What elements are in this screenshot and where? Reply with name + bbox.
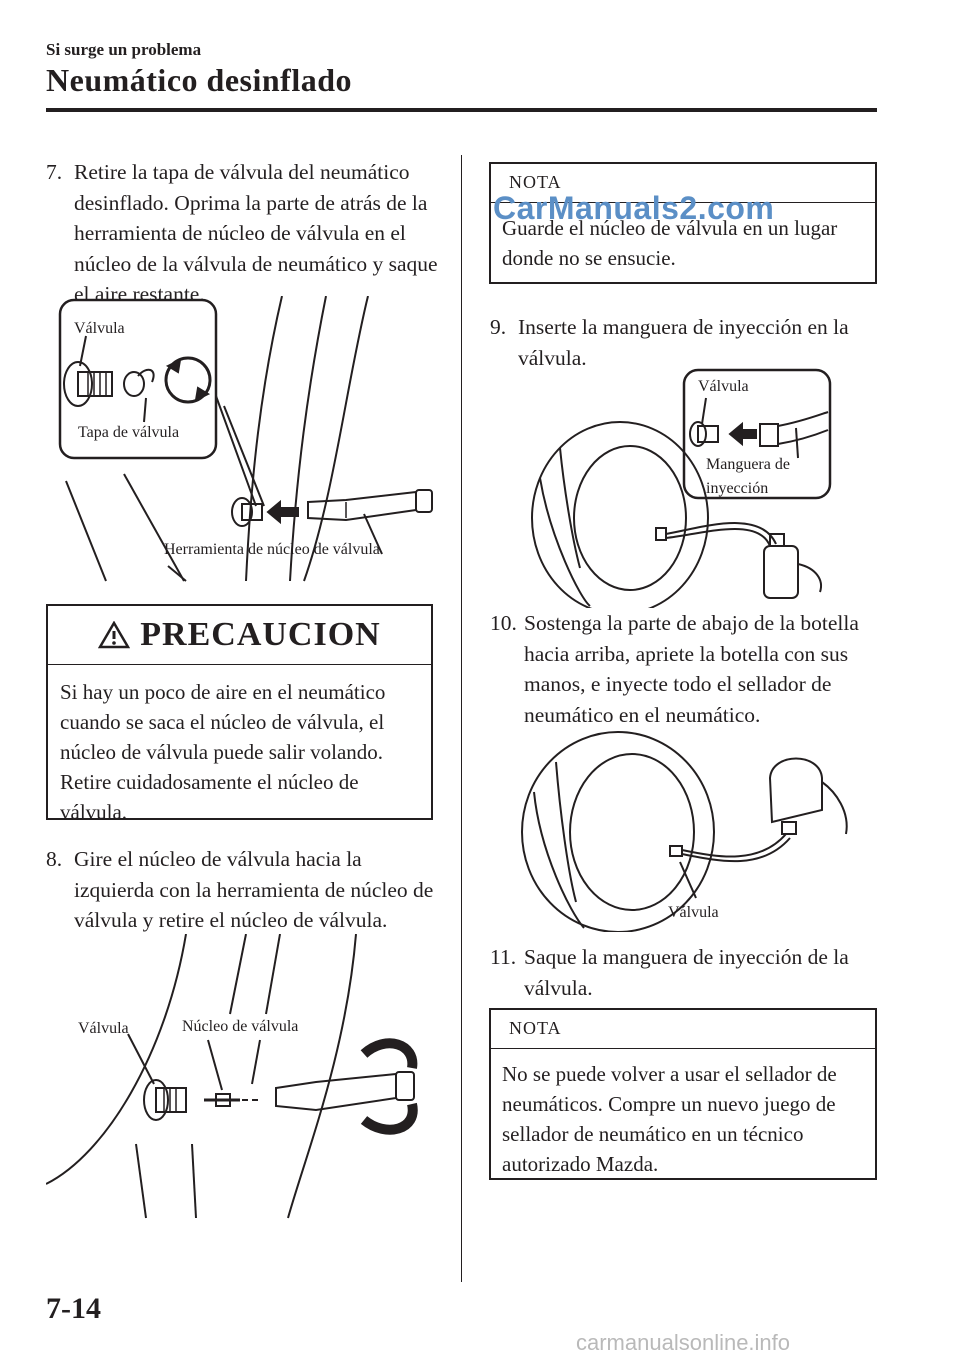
step-9: 9. Inserte la manguera de inyección en l… <box>490 312 870 373</box>
watermark-top: CarManuals2.com <box>493 190 775 226</box>
title-rule <box>46 108 877 112</box>
note-title: NOTA <box>491 164 875 203</box>
note-box-1: NOTA Guarde el núcleo de válvula en un l… <box>489 162 877 284</box>
step-11: 11. Saque la manguera de inyección de la… <box>490 942 870 1003</box>
step-text: Saque la manguera de inyección de la vál… <box>524 945 849 1000</box>
step-10: 10. Sostenga la parte de abajo de la bot… <box>490 608 875 730</box>
step-text: Sostenga la parte de abajo de la botella… <box>524 611 859 727</box>
page-title: Neumático desinflado <box>46 62 352 98</box>
valve-core-illustration <box>45 933 418 1219</box>
figure-valve-cap-removal: Válvula Tapa de válvula Herramienta de n… <box>46 295 456 596</box>
tire-hose-illustration <box>531 368 832 615</box>
figure-insert-hose: Válvula Manguera de inyección <box>520 368 870 615</box>
label-valvula: Válvula <box>668 904 719 921</box>
tire-bottle-illustration <box>521 731 848 933</box>
label-manguera-2: inyección <box>706 480 769 497</box>
step-number: 7. <box>46 160 63 184</box>
note-text: Guarde el núcleo de válvula en un lugar … <box>502 216 838 270</box>
caution-box: PRECAUCION Si hay un poco de aire en el … <box>46 604 433 824</box>
caution-title: PRECAUCION <box>140 616 381 653</box>
label-valvula: Válvula <box>698 378 749 395</box>
step-7: 7. Retire la tapa de válvula del neumáti… <box>46 157 446 310</box>
valve-tool-illustration <box>58 295 433 582</box>
step-number: 8. <box>46 847 63 871</box>
label-tapa-valvula: Tapa de válvula <box>78 424 180 441</box>
figure-valve-core-removal: Válvula Núcleo de válvula <box>45 933 456 1234</box>
step-text: Gire el núcleo de válvula hacia la izqui… <box>74 847 434 932</box>
watermark-bottom: carmanualsonline.info <box>576 1330 791 1355</box>
caution-text: Si hay un poco de aire en el neumático c… <box>60 680 386 824</box>
note-box-2: NOTA No se puede volver a usar el sellad… <box>489 1008 877 1180</box>
caution-header: PRECAUCION <box>48 606 431 665</box>
label-valvula: Válvula <box>74 320 125 337</box>
page-number: 7-14 <box>46 1292 101 1325</box>
label-manguera-1: Manguera de <box>706 456 790 473</box>
label-herramienta: Herramienta de núcleo de válvula <box>164 541 380 558</box>
label-valvula: Válvula <box>78 1020 129 1037</box>
note-title: NOTA <box>491 1010 875 1049</box>
step-8: 8. Gire el núcleo de válvula hacia la iz… <box>46 844 446 936</box>
step-text: Inserte la manguera de inyección en la v… <box>518 315 849 370</box>
note-text: No se puede volver a usar el sellador de… <box>502 1062 837 1176</box>
step-number: 9. <box>490 315 507 339</box>
section-label: Si surge un problema <box>46 40 202 59</box>
step-text: Retire la tapa de válvula del neumático … <box>74 160 438 306</box>
step-number: 11. <box>490 945 517 969</box>
label-nucleo-valvula: Núcleo de válvula <box>182 1018 299 1035</box>
figure-inject-sealant: Válvula <box>510 722 870 933</box>
column-divider <box>461 155 462 1282</box>
step-number: 10. <box>490 611 517 635</box>
warning-triangle-icon <box>98 621 131 649</box>
